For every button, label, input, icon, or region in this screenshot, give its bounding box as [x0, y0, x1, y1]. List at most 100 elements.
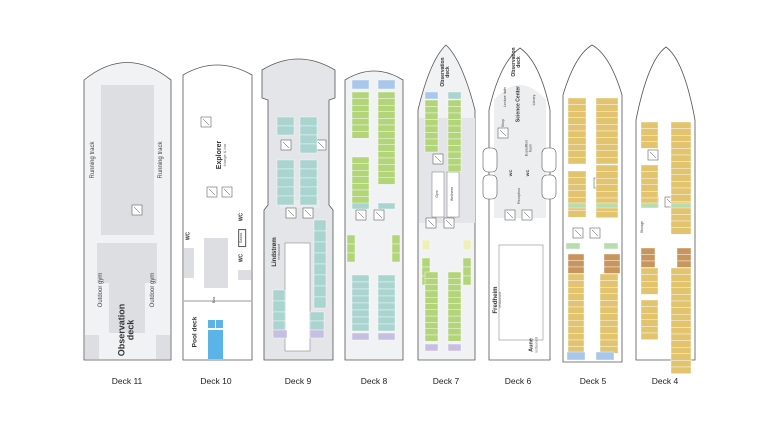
cabin[interactable]	[377, 79, 396, 90]
cabin[interactable]	[377, 131, 396, 139]
cabin[interactable]	[567, 130, 587, 138]
cabin[interactable]	[670, 227, 692, 235]
cabin[interactable]	[599, 333, 619, 341]
deck-7-label[interactable]: Deck 7	[432, 376, 460, 386]
cabin[interactable]	[346, 252, 356, 263]
cabin[interactable]	[299, 168, 318, 179]
cabin[interactable]	[567, 157, 587, 165]
cabin[interactable]	[377, 302, 396, 311]
cabin[interactable]	[670, 187, 692, 195]
cabin[interactable]	[299, 177, 318, 188]
cabin[interactable]	[567, 183, 587, 191]
cabin[interactable]	[567, 339, 585, 347]
cabin[interactable]	[299, 143, 318, 154]
cabin[interactable]	[595, 137, 619, 145]
cabin[interactable]	[351, 316, 370, 325]
cabin[interactable]	[567, 104, 587, 112]
cabin[interactable]	[351, 111, 370, 119]
cabin[interactable]	[351, 169, 370, 177]
cabin[interactable]	[670, 141, 692, 149]
cabin[interactable]	[447, 99, 462, 107]
cabin[interactable]	[447, 334, 462, 342]
cabin[interactable]	[391, 243, 401, 254]
cabin[interactable]	[640, 191, 659, 199]
cabin[interactable]	[567, 266, 585, 274]
cabin[interactable]	[640, 177, 659, 185]
cabin[interactable]	[567, 300, 585, 308]
cabin[interactable]	[640, 306, 659, 314]
cabin[interactable]	[670, 360, 692, 368]
cabin[interactable]	[276, 168, 295, 179]
cabin[interactable]	[276, 195, 295, 206]
cabin[interactable]	[447, 297, 462, 304]
cabin[interactable]	[447, 315, 462, 323]
cabin[interactable]	[377, 323, 396, 332]
cabin[interactable]	[377, 151, 396, 159]
cabin[interactable]	[276, 116, 295, 127]
cabin[interactable]	[346, 243, 356, 254]
cabin[interactable]	[447, 284, 462, 292]
cabin[interactable]	[599, 293, 619, 301]
cabin[interactable]	[313, 219, 327, 232]
cabin[interactable]	[313, 241, 327, 254]
cabin[interactable]	[595, 104, 619, 112]
cabin[interactable]	[595, 143, 619, 151]
cabin[interactable]	[670, 294, 692, 302]
deck-4-label[interactable]: Deck 4	[651, 376, 679, 386]
cabin[interactable]	[640, 299, 659, 307]
deck-5-label[interactable]: Deck 5	[579, 376, 607, 386]
cabin[interactable]	[299, 134, 318, 145]
cabin[interactable]	[670, 274, 692, 282]
cabin[interactable]	[377, 309, 396, 318]
cabin[interactable]	[313, 252, 327, 265]
cabin[interactable]	[424, 91, 439, 100]
cabin[interactable]	[640, 313, 659, 321]
cabin[interactable]	[599, 273, 619, 281]
cabin[interactable]	[447, 303, 462, 311]
cabin[interactable]	[447, 343, 462, 352]
cabin[interactable]	[462, 257, 472, 268]
cabin[interactable]	[567, 210, 587, 218]
cabin[interactable]	[377, 104, 396, 112]
cabin[interactable]	[351, 176, 370, 184]
deck-10-label[interactable]: Deck 10	[200, 376, 232, 386]
cabin[interactable]	[424, 334, 439, 342]
cabin[interactable]	[670, 174, 692, 182]
cabin[interactable]	[670, 181, 692, 189]
cabin[interactable]	[351, 98, 370, 106]
cabin[interactable]	[567, 313, 585, 321]
cabin[interactable]	[567, 326, 585, 334]
cabin[interactable]	[670, 340, 692, 348]
cabin[interactable]	[462, 239, 472, 251]
cabin[interactable]	[424, 290, 439, 298]
cabin[interactable]	[670, 134, 692, 142]
cabin[interactable]	[447, 125, 462, 133]
cabin[interactable]	[421, 257, 431, 268]
cabin[interactable]	[309, 311, 325, 322]
cabin[interactable]	[351, 288, 370, 297]
deck-11-label[interactable]: Deck 11	[111, 376, 143, 386]
cabin[interactable]	[567, 137, 587, 145]
cabin[interactable]	[640, 164, 659, 172]
cabin[interactable]	[377, 164, 396, 172]
cabin[interactable]	[565, 242, 581, 250]
cabin[interactable]	[670, 307, 692, 315]
cabin[interactable]	[640, 332, 659, 340]
cabin[interactable]	[351, 189, 370, 197]
cabin[interactable]	[462, 266, 472, 277]
cabin[interactable]	[640, 202, 659, 209]
cabin[interactable]	[595, 351, 615, 361]
cabin[interactable]	[447, 132, 462, 140]
cabin[interactable]	[640, 287, 659, 295]
cabin[interactable]	[599, 287, 619, 295]
cabin[interactable]	[424, 132, 439, 140]
cabin[interactable]	[377, 124, 396, 132]
cabin[interactable]	[276, 125, 295, 136]
cabin[interactable]	[424, 315, 439, 323]
cabin[interactable]	[670, 207, 692, 215]
cabin[interactable]	[447, 278, 462, 285]
cabin[interactable]	[351, 104, 370, 112]
cabin[interactable]	[276, 159, 295, 170]
cabin[interactable]	[377, 111, 396, 119]
cabin[interactable]	[670, 314, 692, 322]
